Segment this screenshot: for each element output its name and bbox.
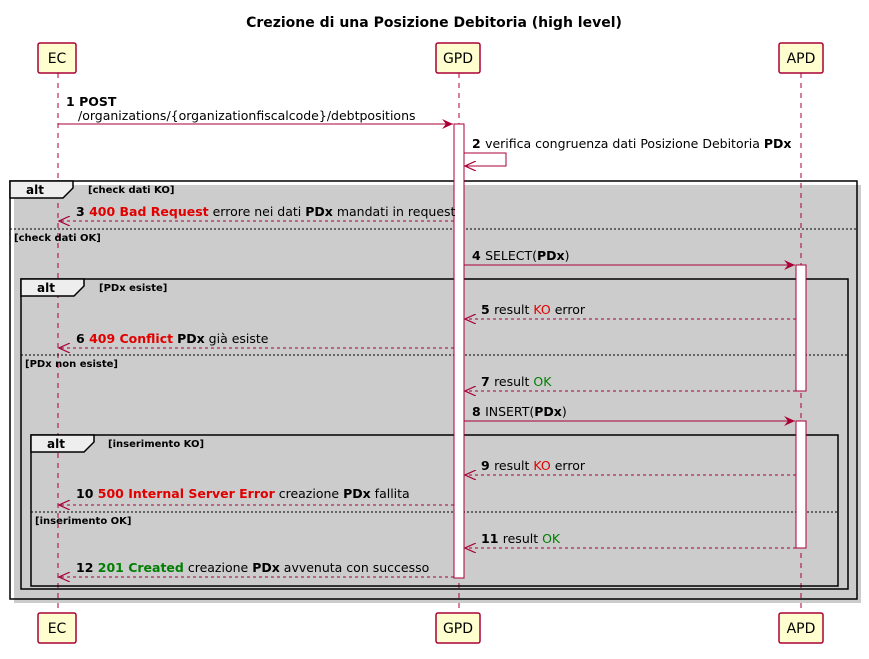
message-text-part: POST	[79, 94, 117, 109]
diagram-title: Crezione di una Posizione Debitoria (hig…	[246, 15, 622, 31]
message-label-4: 4 SELECT(PDx)	[472, 248, 570, 263]
frame-inserimento: alt [inserimento KO] [inserimento OK]	[30, 434, 839, 587]
message-text-part: INSERT(	[485, 404, 534, 419]
message-arrows	[58, 119, 796, 577]
frame-shadows	[14, 185, 861, 603]
message-number: 1	[66, 94, 79, 109]
message-text-part: OK	[542, 531, 561, 546]
message-label-3: 3 400 Bad Request errore nei dati PDx ma…	[76, 204, 456, 219]
frame-label: alt	[26, 183, 44, 197]
participant-gpd-bottom	[435, 612, 481, 644]
message-labels: 1 POST/organizations/{organizationfiscal…	[66, 94, 791, 575]
message-text-part: KO	[533, 302, 551, 317]
message-text-part: result	[494, 374, 533, 389]
message-text-part: result	[503, 531, 542, 546]
activations	[453, 123, 807, 579]
message-number: 11	[481, 531, 503, 546]
message-number: 10	[76, 486, 98, 501]
message-text-part: verifica congruenza dati Posizione Debit…	[485, 136, 764, 151]
activation-gpd	[453, 123, 465, 579]
arrow-2	[464, 152, 507, 166]
participant-ec-bottom-label: EC	[48, 621, 67, 637]
frame-label: alt	[37, 281, 55, 295]
message-number: 3	[76, 204, 89, 219]
message-text-part: avvenuta con successo	[280, 560, 429, 575]
participant-ec-top	[37, 42, 77, 74]
participants: EC GPD APD EC GPD APD	[37, 42, 824, 644]
frame-guard: [PDx esiste]	[99, 283, 167, 294]
message-text-part: 500 Internal Server Error	[98, 486, 276, 501]
message-text-part: OK	[533, 374, 552, 389]
message-text-part: PDx	[537, 248, 565, 263]
message-number: 4	[472, 248, 485, 263]
message-label-1-line2: /organizations/{organizationfiscalcode}/…	[78, 108, 416, 123]
message-label-5: 5 result KO error	[481, 302, 586, 317]
frame-check-dati: alt [check dati KO] [check dati OK]	[9, 180, 858, 600]
participant-apd-top	[778, 42, 824, 74]
participant-ec-top-label: EC	[48, 51, 67, 67]
message-text-part: KO	[533, 458, 551, 473]
message-text-part: 400 Bad Request	[89, 204, 209, 219]
message-text-part: errore nei dati	[209, 204, 306, 219]
frame-pdx-esiste: alt [PDx esiste] [PDx non esiste]	[20, 278, 849, 590]
message-text-part: fallita	[371, 486, 410, 501]
message-text-part: 409 Conflict	[89, 331, 173, 346]
message-label-1: 1 POST	[66, 94, 117, 109]
message-number: 6	[76, 331, 89, 346]
frame-else-guard: [inserimento OK]	[35, 516, 131, 527]
frame-else-guard: [check dati OK]	[14, 233, 101, 244]
participant-gpd-top-label: GPD	[443, 51, 473, 67]
participant-apd-top-label: APD	[787, 51, 816, 67]
message-text-part: )	[565, 248, 570, 263]
message-text-part: error	[551, 302, 586, 317]
frame-guard: [check dati KO]	[88, 185, 174, 196]
message-text-part: creazione	[275, 486, 343, 501]
message-number: 2	[472, 136, 485, 151]
message-label-6: 6 409 Conflict PDx già esiste	[76, 331, 269, 346]
participant-gpd-bottom-label: GPD	[443, 621, 473, 637]
message-label-2: 2 verifica congruenza dati Posizione Deb…	[472, 136, 791, 151]
participant-ec-bottom	[37, 612, 77, 644]
message-text-part: error	[551, 458, 586, 473]
message-text-part: creazione	[184, 560, 252, 575]
participant-gpd-top	[435, 42, 481, 74]
message-number: 12	[76, 560, 98, 575]
message-label-7: 7 result OK	[481, 374, 552, 389]
message-text-part: PDx	[305, 204, 333, 219]
frame-else-guard: [PDx non esiste]	[25, 359, 118, 370]
message-label-12: 12 201 Created creazione PDx avvenuta co…	[76, 560, 429, 575]
message-text-part: già esiste	[205, 331, 269, 346]
message-number: 9	[481, 458, 494, 473]
message-text-part: 201 Created	[98, 560, 184, 575]
activation-apd-2	[795, 420, 807, 549]
message-text-part: SELECT(	[485, 248, 537, 263]
message-number: 7	[481, 374, 494, 389]
message-label-8: 8 INSERT(PDx)	[472, 404, 567, 419]
message-number: 8	[472, 404, 485, 419]
message-label-9: 9 result KO error	[481, 458, 586, 473]
message-text-part: PDx	[764, 136, 792, 151]
message-text-part: PDx	[177, 331, 205, 346]
message-text-part: PDx	[252, 560, 280, 575]
message-text-part: result	[494, 458, 533, 473]
frame-label: alt	[47, 437, 65, 451]
frame-guard: [inserimento KO]	[108, 439, 204, 450]
message-text-part: PDx	[343, 486, 371, 501]
activation-apd-1	[795, 264, 807, 392]
message-label-10: 10 500 Internal Server Error creazione P…	[76, 486, 410, 501]
message-text-part: )	[562, 404, 567, 419]
message-label-11: 11 result OK	[481, 531, 561, 546]
message-text-part: PDx	[534, 404, 562, 419]
message-text-part: result	[494, 302, 533, 317]
message-number: 5	[481, 302, 494, 317]
participant-apd-bottom	[778, 612, 824, 644]
participant-apd-bottom-label: APD	[787, 621, 816, 637]
message-text-part: mandati in request	[333, 204, 456, 219]
